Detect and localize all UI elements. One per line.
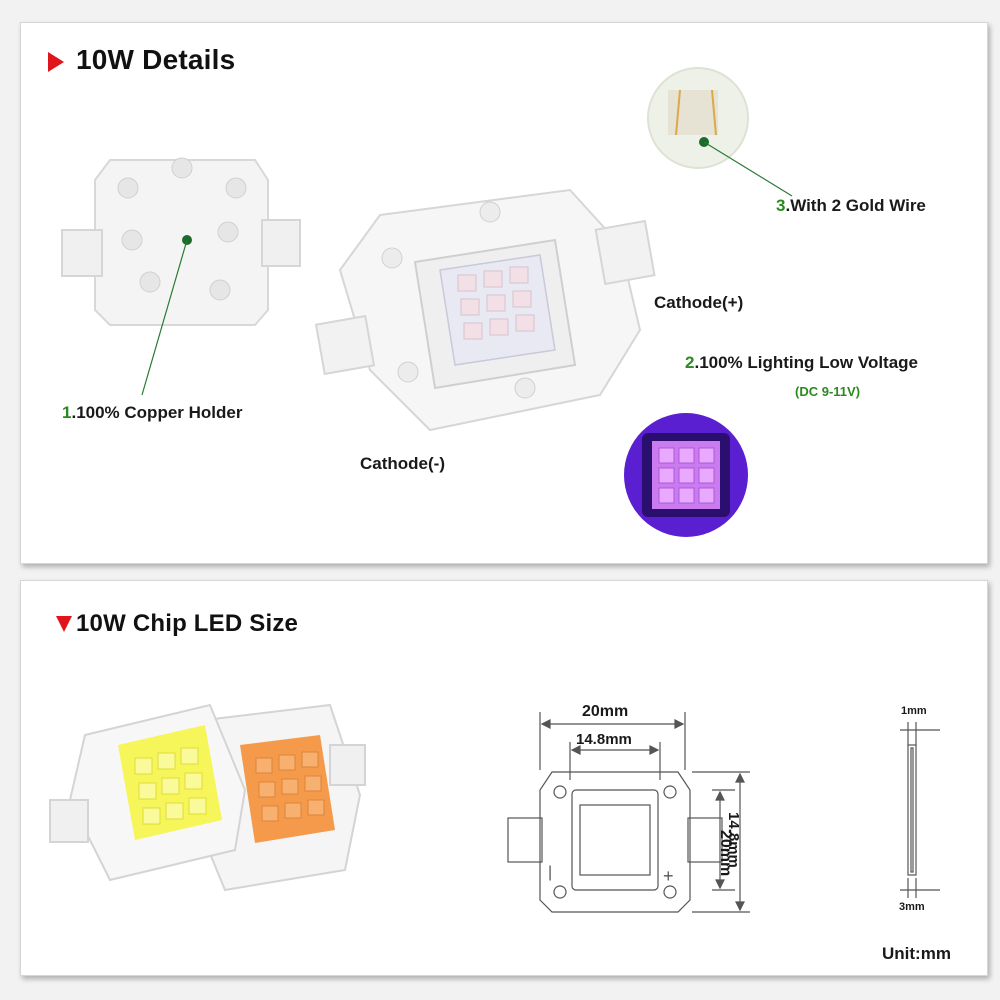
voltage-range-label: (DC 9-11V)	[795, 384, 861, 399]
cathode-plus-label: Cathode(+)	[654, 293, 744, 312]
minus-mark: |	[548, 864, 553, 881]
cathode-minus-label: Cathode(-)	[360, 454, 445, 473]
led-chip-front-image	[314, 188, 656, 432]
thickness-top-label: 1mm	[901, 705, 927, 717]
size-title: 10W Chip LED Size	[76, 610, 299, 637]
copper-holder-label: 1.100% Copper Holder	[62, 403, 243, 422]
uv-chip-image	[624, 413, 748, 537]
inner-width-label: 14.8mm	[576, 731, 632, 748]
copper-holder-image	[61, 157, 301, 396]
details-title: 10W Details	[76, 44, 236, 75]
dimension-drawing	[507, 712, 940, 913]
plus-mark: +	[663, 866, 674, 886]
gold-wire-zoom-image	[647, 67, 793, 197]
unit-label: Unit:mm	[882, 944, 951, 963]
details-illustration	[61, 67, 793, 537]
inner-height-label: 14.8mm	[725, 812, 742, 868]
thickness-bottom-label: 3mm	[899, 901, 925, 913]
low-voltage-label: 2.100% Lighting Low Voltage	[685, 353, 919, 372]
width-label: 20mm	[582, 703, 629, 720]
gold-wire-label: 3.With 2 Gold Wire	[776, 196, 926, 215]
yellow-chip-image	[49, 703, 247, 882]
